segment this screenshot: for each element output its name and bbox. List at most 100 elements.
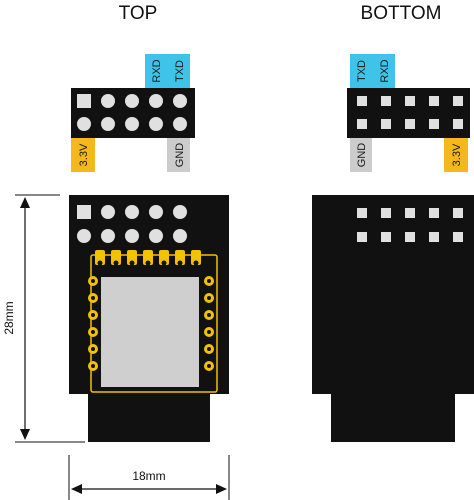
bottom-heading: BOTTOM xyxy=(361,3,442,24)
module-pad xyxy=(191,250,201,265)
top-header-pins xyxy=(77,94,187,131)
pin-square xyxy=(381,208,391,218)
module-pad-hole xyxy=(91,347,95,351)
module-pad-hole xyxy=(207,296,211,300)
bottom-header-view: TXD RXD GND 3.3V xyxy=(347,54,470,172)
top-3v3-label: 3.3V xyxy=(78,143,90,166)
module-pad-hole xyxy=(207,347,211,351)
top-header-view: RXD TXD 3.3V GND xyxy=(71,54,195,172)
bottom-board-pins xyxy=(357,208,463,242)
pin-round xyxy=(101,94,115,108)
bottom-rxd-label: RXD xyxy=(379,59,391,82)
module-pads xyxy=(88,250,214,371)
pin-round xyxy=(125,117,139,131)
pin-square xyxy=(381,96,391,106)
module-pad-hole xyxy=(91,296,95,300)
bottom-gnd-label: GND xyxy=(356,143,368,168)
top-heading: TOP xyxy=(119,3,158,24)
module-pad xyxy=(159,250,169,265)
bottom-header-block xyxy=(347,88,470,138)
module-pad-hole xyxy=(207,279,211,283)
pin-round xyxy=(173,229,187,243)
pin-square xyxy=(405,96,415,106)
pin-round xyxy=(149,229,163,243)
top-board-pins xyxy=(77,205,187,243)
width-label: 18mm xyxy=(132,469,165,483)
pin-square xyxy=(405,208,415,218)
module-pad-hole xyxy=(207,313,211,317)
top-txd-label: TXD xyxy=(174,60,186,82)
pin-square xyxy=(429,232,439,242)
bottom-txd-tag xyxy=(350,54,372,88)
module-pad-hole xyxy=(113,260,119,266)
pin-square xyxy=(453,119,463,129)
pin-round xyxy=(149,117,163,131)
module-pad-hole xyxy=(91,279,95,283)
pin-round xyxy=(101,205,115,219)
pin-round xyxy=(173,94,187,108)
pin-round xyxy=(149,205,163,219)
module-pad-hole xyxy=(177,260,183,266)
module-pad-hole xyxy=(193,260,199,266)
top-gnd-label: GND xyxy=(174,143,186,168)
top-usb-connector xyxy=(88,392,210,442)
pin-round xyxy=(125,94,139,108)
module-pad xyxy=(143,250,153,265)
pin-square xyxy=(453,208,463,218)
pin-square xyxy=(429,119,439,129)
module-pad xyxy=(127,250,137,265)
module-pad xyxy=(95,250,105,265)
pin-square xyxy=(381,232,391,242)
bottom-board xyxy=(312,195,474,442)
pin-square xyxy=(429,208,439,218)
pin-round xyxy=(101,229,115,243)
module-pad-hole xyxy=(91,364,95,368)
module-pad-hole xyxy=(91,313,95,317)
pin-round xyxy=(77,117,91,131)
pin-round xyxy=(173,205,187,219)
pin-square xyxy=(405,232,415,242)
module-outline xyxy=(90,254,218,393)
pin-round xyxy=(77,229,91,243)
pin-round xyxy=(125,229,139,243)
top-rxd-tag xyxy=(145,54,167,88)
module-pad xyxy=(175,250,185,265)
height-label: 28mm xyxy=(2,301,16,334)
module-pad xyxy=(111,250,121,265)
pin-square xyxy=(357,119,367,129)
top-gnd-tag xyxy=(167,138,190,172)
module-pad-hole xyxy=(129,260,135,266)
pin-round xyxy=(125,205,139,219)
module-pad-hole xyxy=(97,260,103,266)
module-pad-hole xyxy=(161,260,167,266)
pin-round xyxy=(173,117,187,131)
bottom-usb-connector xyxy=(331,392,455,442)
width-dimension: 18mm xyxy=(68,455,230,500)
bottom-board-body xyxy=(312,195,474,394)
bottom-3v3-label: 3.3V xyxy=(451,143,463,166)
pin-square xyxy=(429,96,439,106)
module-pad-hole xyxy=(145,260,151,266)
bottom-rxd-tag xyxy=(372,54,395,88)
top-board xyxy=(69,195,229,442)
pin-square xyxy=(357,96,367,106)
top-txd-tag xyxy=(167,54,190,88)
bottom-gnd-tag xyxy=(350,138,372,172)
pin-square xyxy=(405,119,415,129)
bottom-header-pins xyxy=(357,96,463,129)
module-shield xyxy=(101,277,199,387)
bottom-3v3-tag xyxy=(444,138,468,172)
top-3v3-tag xyxy=(71,138,95,172)
pin-square xyxy=(453,96,463,106)
pin-square xyxy=(357,232,367,242)
pin-square xyxy=(381,119,391,129)
pin-square xyxy=(77,94,91,108)
module-pad-hole xyxy=(91,330,95,334)
module-pad-hole xyxy=(207,364,211,368)
pin-square xyxy=(357,208,367,218)
height-dimension: 28mm xyxy=(2,194,85,443)
top-rxd-label: RXD xyxy=(151,59,163,82)
pin-square xyxy=(453,232,463,242)
bottom-txd-label: TXD xyxy=(356,60,368,82)
